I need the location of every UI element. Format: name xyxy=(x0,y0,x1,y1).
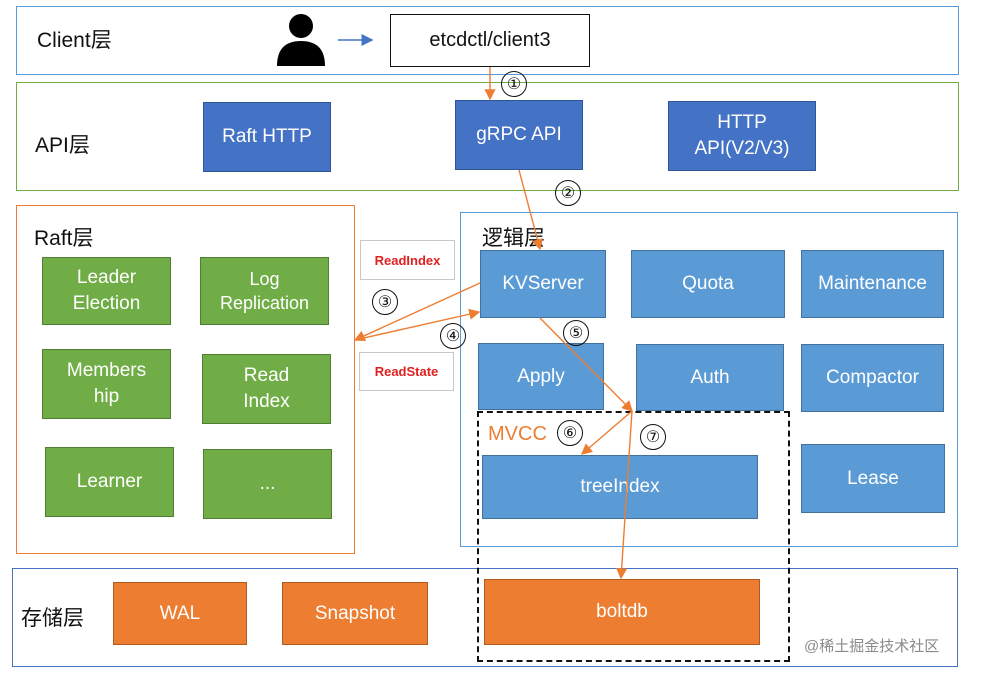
compactor-box[interactable]: Compactor xyxy=(801,344,944,412)
user-icon xyxy=(276,12,326,66)
kvserver-box[interactable]: KVServer xyxy=(480,250,606,318)
readindex-tag: ReadIndex xyxy=(360,240,455,280)
wal-label: WAL xyxy=(159,602,201,624)
ellipsis-box[interactable]: ... xyxy=(203,449,332,519)
apply-box[interactable]: Apply xyxy=(478,343,604,410)
step-1-marker: ① xyxy=(501,71,527,97)
wal-box[interactable]: WAL xyxy=(113,582,247,645)
raft-http-box[interactable]: Raft HTTP xyxy=(203,102,331,172)
membership-label: Members hip xyxy=(66,360,147,407)
read-index-box[interactable]: Read Index xyxy=(202,354,331,424)
log-replication-box[interactable]: Log Replication xyxy=(200,257,329,325)
grpc-api-box[interactable]: gRPC API xyxy=(455,100,583,170)
http-api-label: HTTP API(V2/V3) xyxy=(694,112,790,159)
snapshot-box[interactable]: Snapshot xyxy=(282,582,428,645)
boltdb-label: boltdb xyxy=(596,601,648,623)
mvcc-label: MVCC xyxy=(488,423,547,445)
logic-layer-title: 逻辑层 xyxy=(482,227,545,250)
log-replication-label: Log Replication xyxy=(219,268,310,313)
treeindex-label: treeIndex xyxy=(580,476,660,498)
step-5-marker: ⑤ xyxy=(563,320,589,346)
mvcc-boundary xyxy=(477,411,790,662)
ellipsis-label: ... xyxy=(259,473,276,495)
kvserver-label: KVServer xyxy=(502,273,584,295)
etcdctl-client-box[interactable]: etcdctl/client3 xyxy=(390,14,590,67)
storage-layer-title: 存储层 xyxy=(21,607,84,630)
quota-label: Quota xyxy=(682,273,734,295)
leader-election-box[interactable]: Leader Election xyxy=(42,257,171,325)
etcdctl-client-label: etcdctl/client3 xyxy=(429,29,551,51)
maintenance-box[interactable]: Maintenance xyxy=(801,250,944,318)
compactor-label: Compactor xyxy=(826,367,919,389)
quota-box[interactable]: Quota xyxy=(631,250,785,318)
leader-election-label: Leader Election xyxy=(72,267,141,314)
raft-layer-title: Raft层 xyxy=(34,227,94,250)
readstate-tag-label: ReadState xyxy=(374,364,439,379)
snapshot-label: Snapshot xyxy=(314,602,396,624)
readindex-tag-label: ReadIndex xyxy=(374,252,441,268)
treeindex-box[interactable]: treeIndex xyxy=(482,455,758,519)
step-7-marker: ⑦ xyxy=(640,424,666,450)
learner-label: Learner xyxy=(76,471,143,493)
maintenance-label: Maintenance xyxy=(818,273,927,295)
step-6-marker: ⑥ xyxy=(557,420,583,446)
learner-box[interactable]: Learner xyxy=(45,447,174,517)
client-layer-title: Client层 xyxy=(37,29,112,52)
membership-box[interactable]: Members hip xyxy=(42,349,171,419)
apply-label: Apply xyxy=(517,365,565,387)
auth-box[interactable]: Auth xyxy=(636,344,784,411)
read-index-label: Read Index xyxy=(243,365,290,412)
auth-label: Auth xyxy=(690,366,730,388)
grpc-api-label: gRPC API xyxy=(476,124,562,146)
api-layer-title: API层 xyxy=(35,134,90,157)
watermark-text: @稀土掘金技术社区 xyxy=(804,638,940,655)
step-4-marker: ④ xyxy=(440,323,466,349)
raft-http-label: Raft HTTP xyxy=(222,126,312,148)
boltdb-box[interactable]: boltdb xyxy=(484,579,760,645)
lease-box[interactable]: Lease xyxy=(801,444,945,513)
lease-label: Lease xyxy=(847,467,899,489)
readstate-tag: ReadState xyxy=(359,352,454,391)
step-2-marker: ② xyxy=(555,180,581,206)
http-api-box[interactable]: HTTP API(V2/V3) xyxy=(668,101,816,171)
step-3-marker: ③ xyxy=(372,289,398,315)
